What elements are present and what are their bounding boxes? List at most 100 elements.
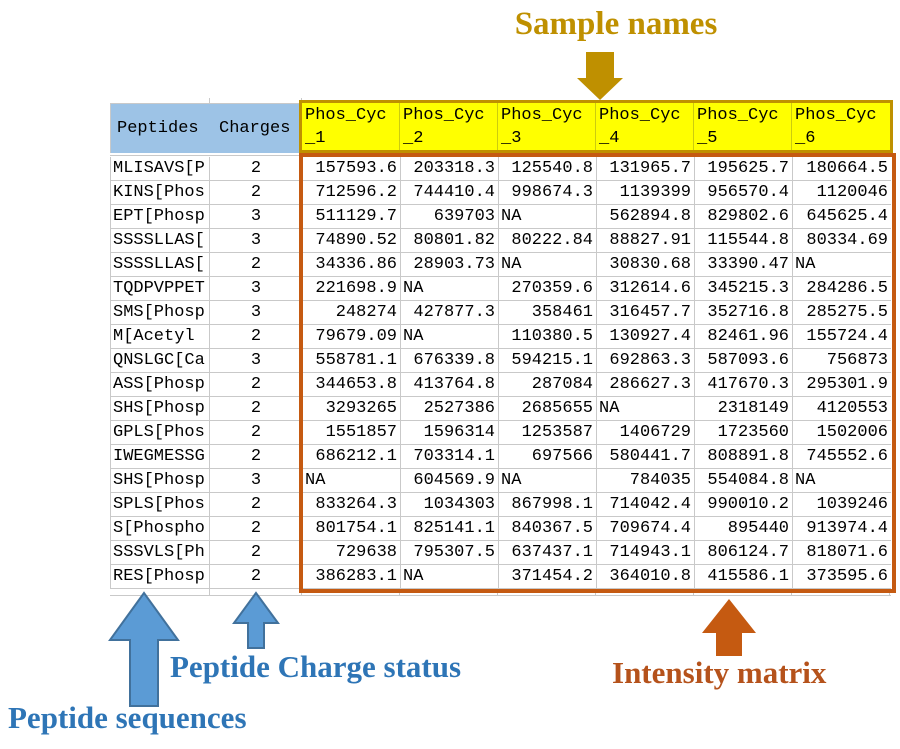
cell-intensity[interactable]: 554084.8 bbox=[695, 469, 793, 493]
cell-intensity[interactable]: 352716.8 bbox=[695, 301, 793, 325]
cell-intensity[interactable]: 712596.2 bbox=[303, 181, 401, 205]
column-header-sample[interactable]: Phos_Cyc_5 bbox=[694, 103, 792, 150]
cell-charge[interactable]: 2 bbox=[210, 493, 302, 517]
cell-intensity[interactable]: 998674.3 bbox=[499, 181, 597, 205]
cell-charge[interactable]: 2 bbox=[210, 397, 302, 421]
cell-charge[interactable]: 2 bbox=[210, 565, 302, 589]
cell-intensity[interactable]: 745552.6 bbox=[793, 445, 891, 469]
cell-peptide[interactable]: SSSSLLAS[ bbox=[110, 253, 210, 277]
column-header-peptides[interactable]: Peptides bbox=[110, 104, 210, 153]
cell-intensity[interactable]: 714943.1 bbox=[597, 541, 695, 565]
cell-intensity[interactable]: 990010.2 bbox=[695, 493, 793, 517]
cell-charge[interactable]: 2 bbox=[210, 325, 302, 349]
cell-intensity[interactable]: NA bbox=[401, 277, 499, 301]
cell-intensity[interactable]: NA bbox=[499, 469, 597, 493]
cell-charge[interactable]: 2 bbox=[210, 421, 302, 445]
column-header-sample[interactable]: Phos_Cyc_6 bbox=[795, 106, 877, 148]
cell-intensity[interactable]: 692863.3 bbox=[597, 349, 695, 373]
cell-charge[interactable]: 2 bbox=[210, 445, 302, 469]
cell-intensity[interactable]: 1406729 bbox=[597, 421, 695, 445]
column-header-charges[interactable]: Charges bbox=[210, 104, 302, 153]
cell-intensity[interactable]: 270359.6 bbox=[499, 277, 597, 301]
cell-peptide[interactable]: SHS[Phosp bbox=[110, 469, 210, 493]
cell-intensity[interactable]: 806124.7 bbox=[695, 541, 793, 565]
cell-intensity[interactable]: NA bbox=[303, 469, 401, 493]
column-header-sample[interactable]: Phos_Cyc_1 bbox=[302, 103, 400, 150]
cell-intensity[interactable]: 795307.5 bbox=[401, 541, 499, 565]
cell-intensity[interactable]: 558781.1 bbox=[303, 349, 401, 373]
cell-peptide[interactable]: SSSVLS[Ph bbox=[110, 541, 210, 565]
cell-intensity[interactable]: 295301.9 bbox=[793, 373, 891, 397]
cell-intensity[interactable]: 801754.1 bbox=[303, 517, 401, 541]
cell-intensity[interactable]: 744410.4 bbox=[401, 181, 499, 205]
cell-peptide[interactable]: SSSSLLAS[ bbox=[110, 229, 210, 253]
cell-intensity[interactable]: 825141.1 bbox=[401, 517, 499, 541]
cell-intensity[interactable]: 3293265 bbox=[303, 397, 401, 421]
cell-intensity[interactable]: 34336.86 bbox=[303, 253, 401, 277]
cell-intensity[interactable]: 587093.6 bbox=[695, 349, 793, 373]
cell-charge[interactable]: 2 bbox=[210, 253, 302, 277]
cell-intensity[interactable]: 2318149 bbox=[695, 397, 793, 421]
cell-intensity[interactable]: 110380.5 bbox=[499, 325, 597, 349]
cell-peptide[interactable]: IWEGMESSG bbox=[110, 445, 210, 469]
cell-intensity[interactable]: 840367.5 bbox=[499, 517, 597, 541]
cell-intensity[interactable]: 4120553 bbox=[793, 397, 891, 421]
cell-intensity[interactable]: 130927.4 bbox=[597, 325, 695, 349]
cell-peptide[interactable]: M[Acetyl bbox=[110, 325, 210, 349]
cell-charge[interactable]: 3 bbox=[210, 349, 302, 373]
cell-intensity[interactable]: 511129.7 bbox=[303, 205, 401, 229]
cell-intensity[interactable]: NA bbox=[401, 565, 499, 589]
cell-intensity[interactable]: 358461 bbox=[499, 301, 597, 325]
cell-intensity[interactable]: 79679.09 bbox=[303, 325, 401, 349]
cell-intensity[interactable]: 1039246 bbox=[793, 493, 891, 517]
cell-intensity[interactable]: NA bbox=[499, 205, 597, 229]
cell-intensity[interactable]: 1253587 bbox=[499, 421, 597, 445]
cell-charge[interactable]: 3 bbox=[210, 229, 302, 253]
cell-peptide[interactable]: TQDPVPPET bbox=[110, 277, 210, 301]
cell-intensity[interactable]: 74890.52 bbox=[303, 229, 401, 253]
cell-intensity[interactable]: 703314.1 bbox=[401, 445, 499, 469]
cell-peptide[interactable]: SMS[Phosp bbox=[110, 301, 210, 325]
cell-intensity[interactable]: 364010.8 bbox=[597, 565, 695, 589]
cell-intensity[interactable]: 2527386 bbox=[401, 397, 499, 421]
cell-intensity[interactable]: 30830.68 bbox=[597, 253, 695, 277]
cell-intensity[interactable]: 1551857 bbox=[303, 421, 401, 445]
cell-intensity[interactable]: 784035 bbox=[597, 469, 695, 493]
cell-intensity[interactable]: 1596314 bbox=[401, 421, 499, 445]
cell-intensity[interactable]: 639703 bbox=[401, 205, 499, 229]
cell-intensity[interactable]: 316457.7 bbox=[597, 301, 695, 325]
cell-intensity[interactable]: 284286.5 bbox=[793, 277, 891, 301]
cell-intensity[interactable]: 956570.4 bbox=[695, 181, 793, 205]
cell-intensity[interactable]: 697566 bbox=[499, 445, 597, 469]
cell-charge[interactable]: 3 bbox=[210, 301, 302, 325]
cell-intensity[interactable]: 637437.1 bbox=[499, 541, 597, 565]
cell-intensity[interactable]: 88827.91 bbox=[597, 229, 695, 253]
cell-peptide[interactable]: SHS[Phosp bbox=[110, 397, 210, 421]
cell-intensity[interactable]: 386283.1 bbox=[303, 565, 401, 589]
cell-intensity[interactable]: 808891.8 bbox=[695, 445, 793, 469]
cell-intensity[interactable]: NA bbox=[499, 253, 597, 277]
cell-intensity[interactable]: 676339.8 bbox=[401, 349, 499, 373]
cell-intensity[interactable]: 580441.7 bbox=[597, 445, 695, 469]
cell-charge[interactable]: 2 bbox=[210, 181, 302, 205]
cell-intensity[interactable]: 913974.4 bbox=[793, 517, 891, 541]
cell-intensity[interactable]: 180664.5 bbox=[793, 157, 891, 181]
cell-intensity[interactable]: 2685655 bbox=[499, 397, 597, 421]
cell-intensity[interactable]: 155724.4 bbox=[793, 325, 891, 349]
cell-intensity[interactable]: 312614.6 bbox=[597, 277, 695, 301]
cell-intensity[interactable]: 833264.3 bbox=[303, 493, 401, 517]
cell-intensity[interactable]: 1502006 bbox=[793, 421, 891, 445]
cell-intensity[interactable]: NA bbox=[793, 469, 891, 493]
cell-intensity[interactable]: 80334.69 bbox=[793, 229, 891, 253]
cell-intensity[interactable]: 1034303 bbox=[401, 493, 499, 517]
cell-intensity[interactable]: 895440 bbox=[695, 517, 793, 541]
cell-intensity[interactable]: 413764.8 bbox=[401, 373, 499, 397]
cell-intensity[interactable]: 345215.3 bbox=[695, 277, 793, 301]
cell-intensity[interactable]: 248274 bbox=[303, 301, 401, 325]
cell-charge[interactable]: 3 bbox=[210, 277, 302, 301]
cell-intensity[interactable]: 287084 bbox=[499, 373, 597, 397]
cell-intensity[interactable]: 415586.1 bbox=[695, 565, 793, 589]
cell-intensity[interactable]: 33390.47 bbox=[695, 253, 793, 277]
cell-intensity[interactable]: 867998.1 bbox=[499, 493, 597, 517]
cell-charge[interactable]: 3 bbox=[210, 469, 302, 493]
